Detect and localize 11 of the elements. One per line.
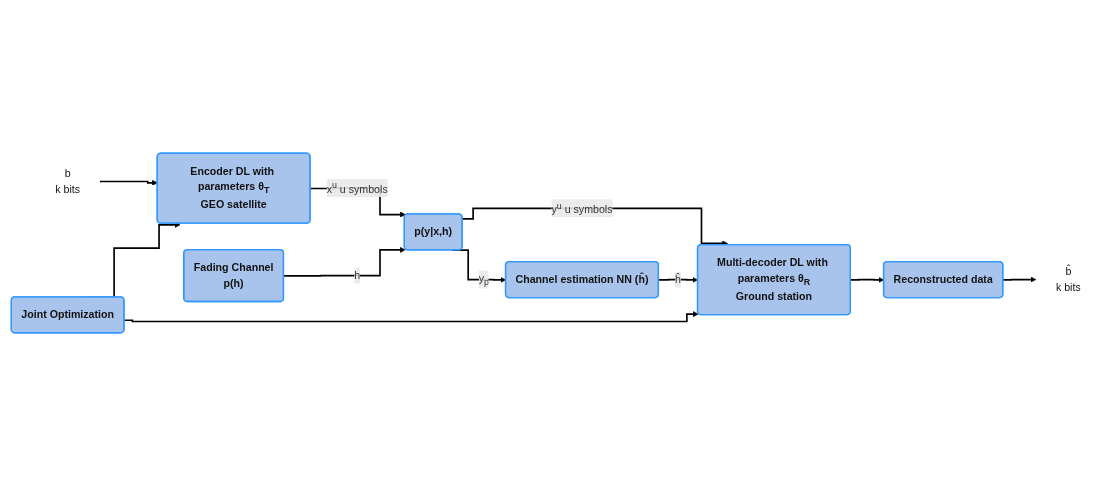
edge-label: y$_{p}$ <box>478 272 489 287</box>
node-text: b k bits <box>54 167 80 195</box>
edge-label: h <box>353 269 360 281</box>
arrow <box>657 276 698 283</box>
edge-label: ĥ <box>674 273 681 285</box>
arrow <box>849 276 884 283</box>
node-text: b̂ k bits <box>1055 265 1081 293</box>
arrow <box>123 311 699 323</box>
arrow <box>282 246 406 277</box>
edge-label: y$^{u}$ u symbols <box>550 200 612 215</box>
edge-label: x$^{u}$ u symbols <box>326 180 388 195</box>
